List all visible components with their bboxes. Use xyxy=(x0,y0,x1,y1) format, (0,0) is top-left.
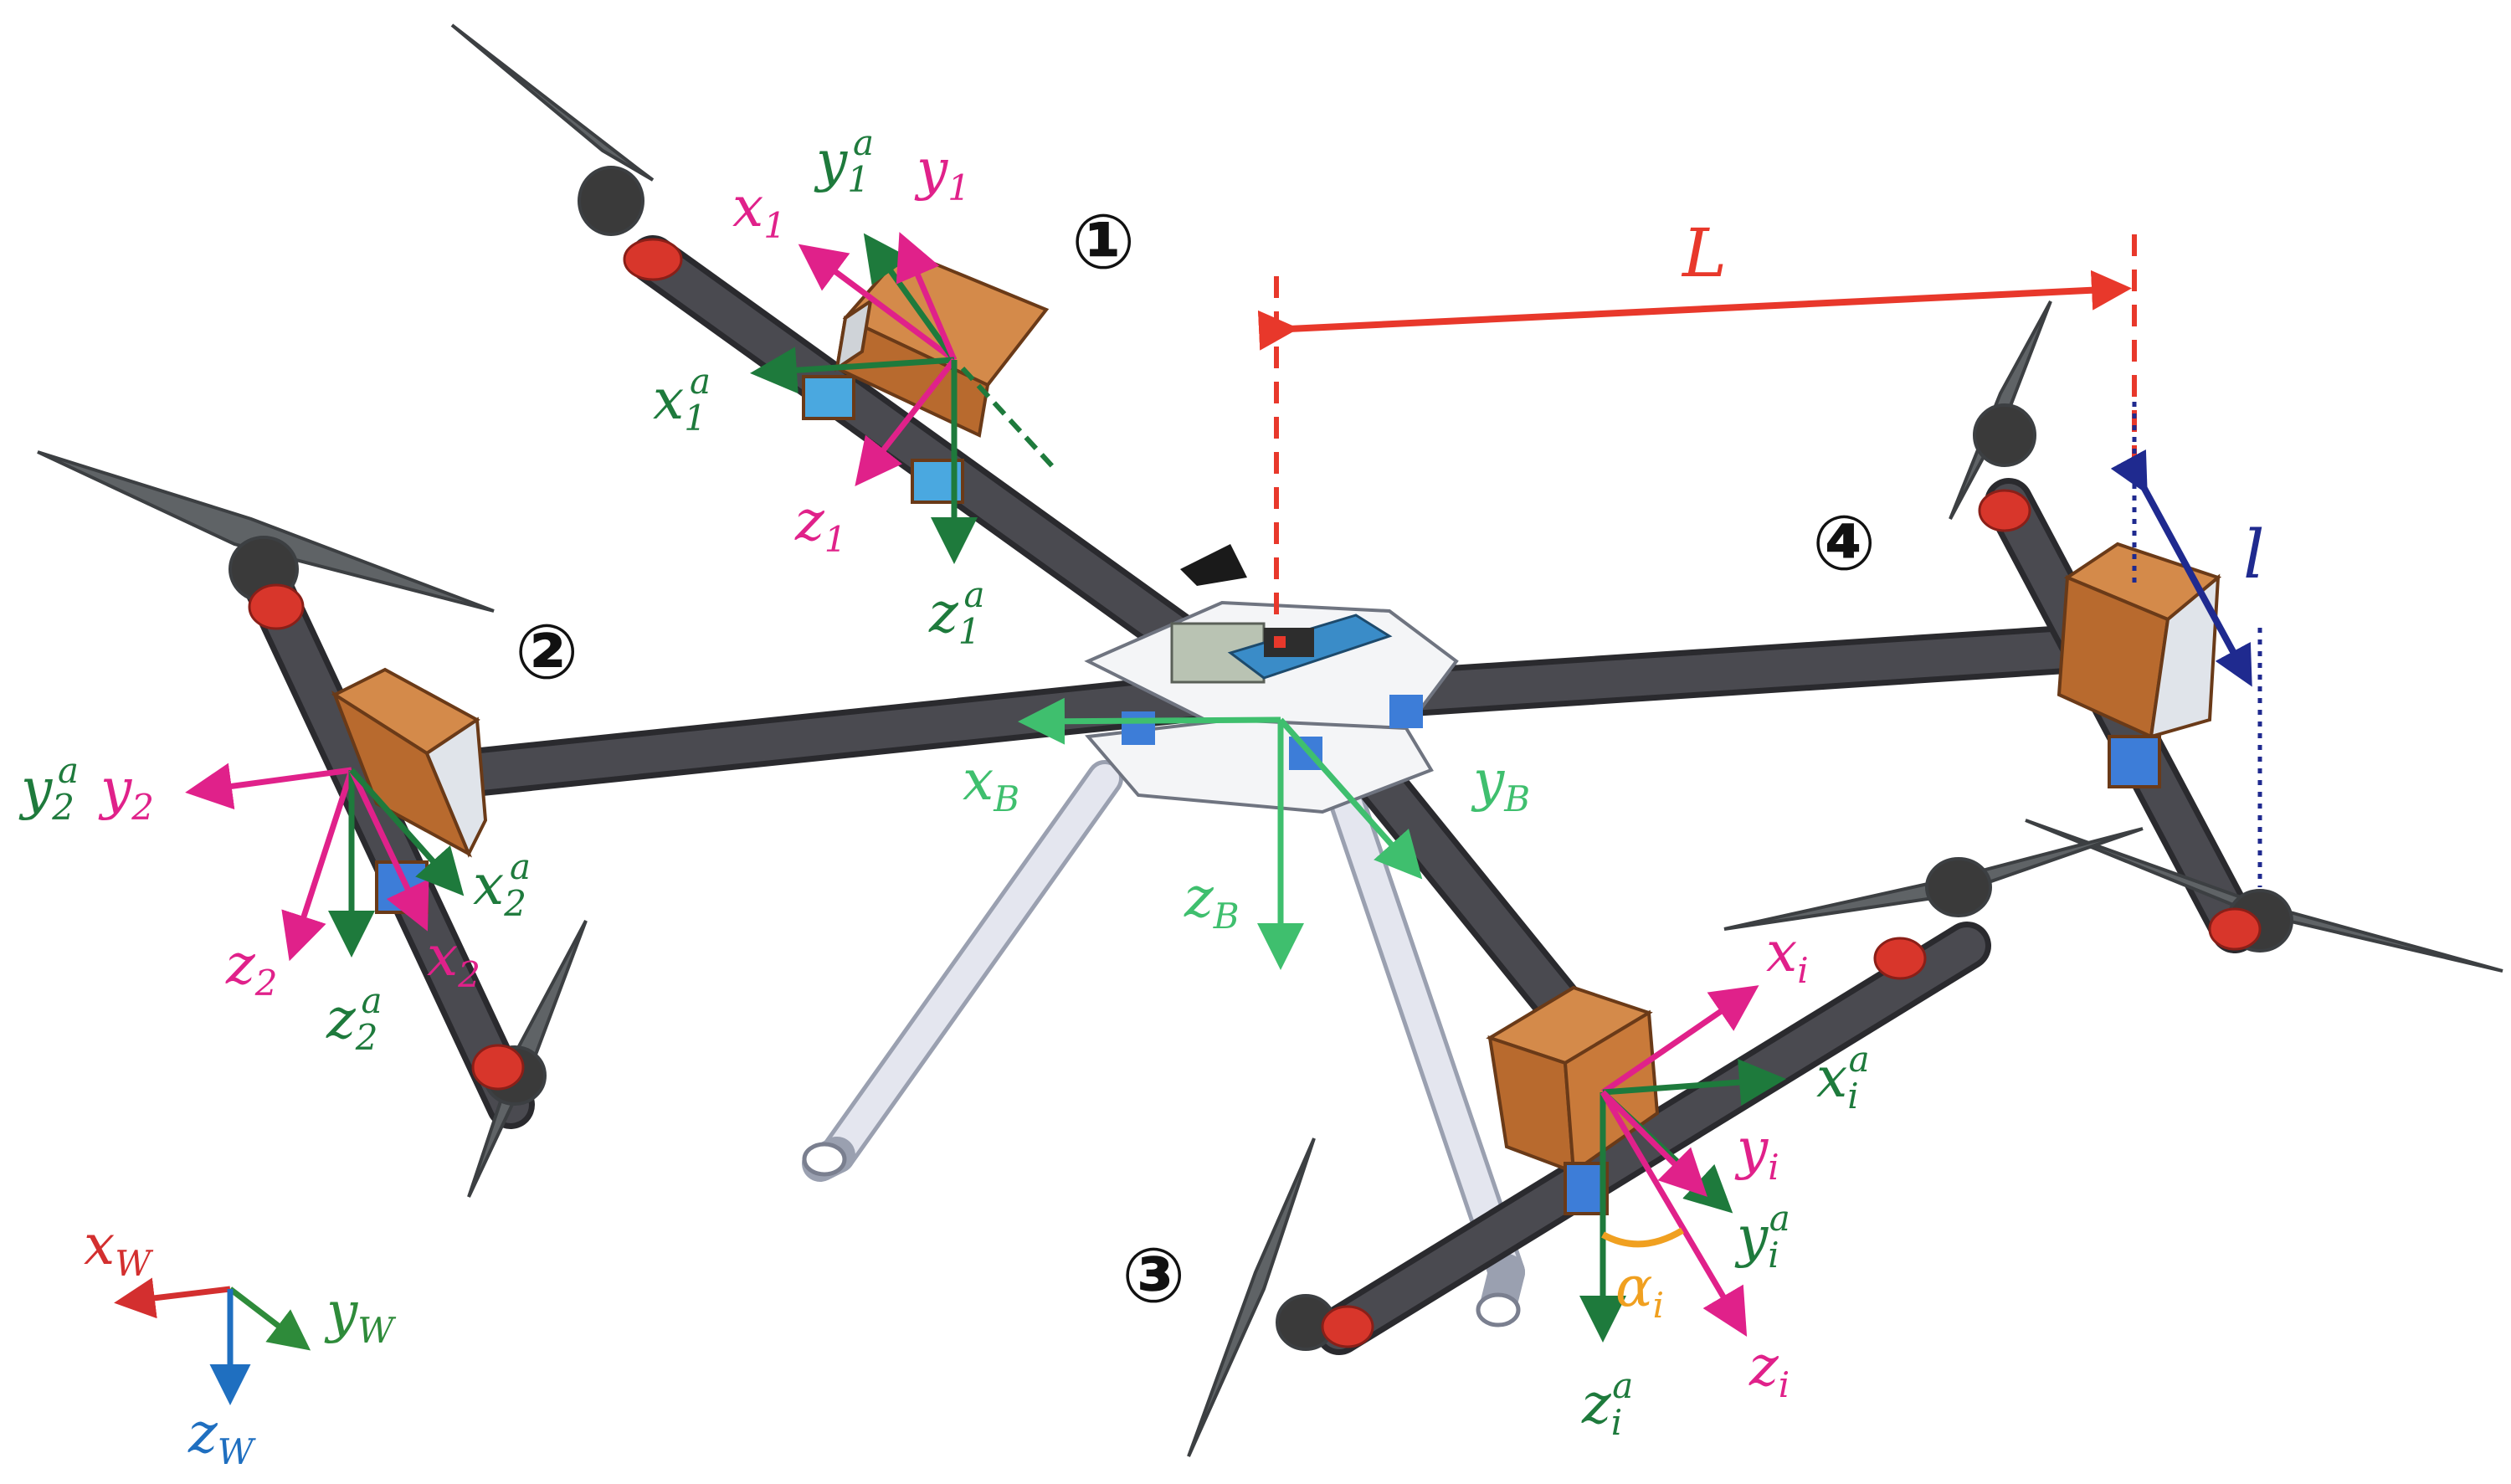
rotor-marker-3: ③ xyxy=(1122,1232,1185,1320)
label-zB: zB xyxy=(1184,865,1240,937)
label-L: L xyxy=(1681,214,1727,292)
label-z1: z1 xyxy=(794,489,847,560)
label-zW: zW xyxy=(187,1401,257,1472)
label-x2a: x2a xyxy=(473,846,531,924)
label-x2: x2 xyxy=(427,924,480,995)
propeller-blade xyxy=(1187,1137,1316,1457)
label-z2a: z2a xyxy=(326,980,383,1058)
alpha-angle-arc xyxy=(1601,1227,1685,1248)
body-frame-arrows xyxy=(1018,697,1423,970)
label-yW: yW xyxy=(324,1280,397,1351)
label-y1: y1 xyxy=(914,137,970,208)
label-l: l xyxy=(2243,516,2265,593)
rotor1-frame-arrows xyxy=(750,232,1057,564)
rotor-motor xyxy=(1973,403,2036,467)
rotor2-frame-arrows xyxy=(185,763,465,962)
label-x1a: x1a xyxy=(653,361,711,439)
label-yia: yia xyxy=(1734,1198,1790,1276)
label-y1a: y1a xyxy=(814,122,874,200)
label-z2: z2 xyxy=(225,932,278,1004)
propeller-blade xyxy=(1723,827,2144,931)
propeller-blade xyxy=(37,450,495,613)
world-frame-arrows xyxy=(114,1277,311,1405)
label-x1: x1 xyxy=(732,175,786,246)
offset-l-dimension xyxy=(2110,402,2262,887)
label-yB: yB xyxy=(1471,748,1530,819)
label-zia: zia xyxy=(1581,1365,1633,1443)
rotor-motor xyxy=(578,166,644,236)
label-yi: yi xyxy=(1734,1117,1779,1188)
rotori-frame-arrows xyxy=(1579,985,1786,1343)
label-y2: y2 xyxy=(98,757,154,828)
motor-collars xyxy=(248,238,2262,1348)
rotor-marker-1: ① xyxy=(1071,198,1135,286)
propellers xyxy=(37,23,2503,1457)
propeller-blade xyxy=(450,23,655,182)
rotor-marker-4: ④ xyxy=(1812,500,1876,588)
label-xi: xi xyxy=(1766,920,1809,991)
motor-box-3 xyxy=(1486,985,1660,1215)
label-xB: xB xyxy=(963,748,1019,819)
label-alpha: αi xyxy=(1615,1255,1664,1326)
landing-gear xyxy=(802,760,1525,1327)
label-zi: zi xyxy=(1748,1334,1790,1405)
label-z1a: z1a xyxy=(928,574,985,652)
rotor-marker-2: ② xyxy=(515,608,578,696)
label-xia: xia xyxy=(1816,1039,1870,1117)
rotor-motor xyxy=(1925,857,1992,917)
landing-gear-tube-end xyxy=(1476,1292,1521,1327)
label-y2a: y2a xyxy=(18,750,79,828)
propeller-blade xyxy=(2025,819,2503,973)
label-xW: xW xyxy=(84,1213,154,1284)
landing-gear-tube-end xyxy=(802,1142,847,1177)
rotor-markers: ① ② ③ ④ xyxy=(515,198,1876,1320)
